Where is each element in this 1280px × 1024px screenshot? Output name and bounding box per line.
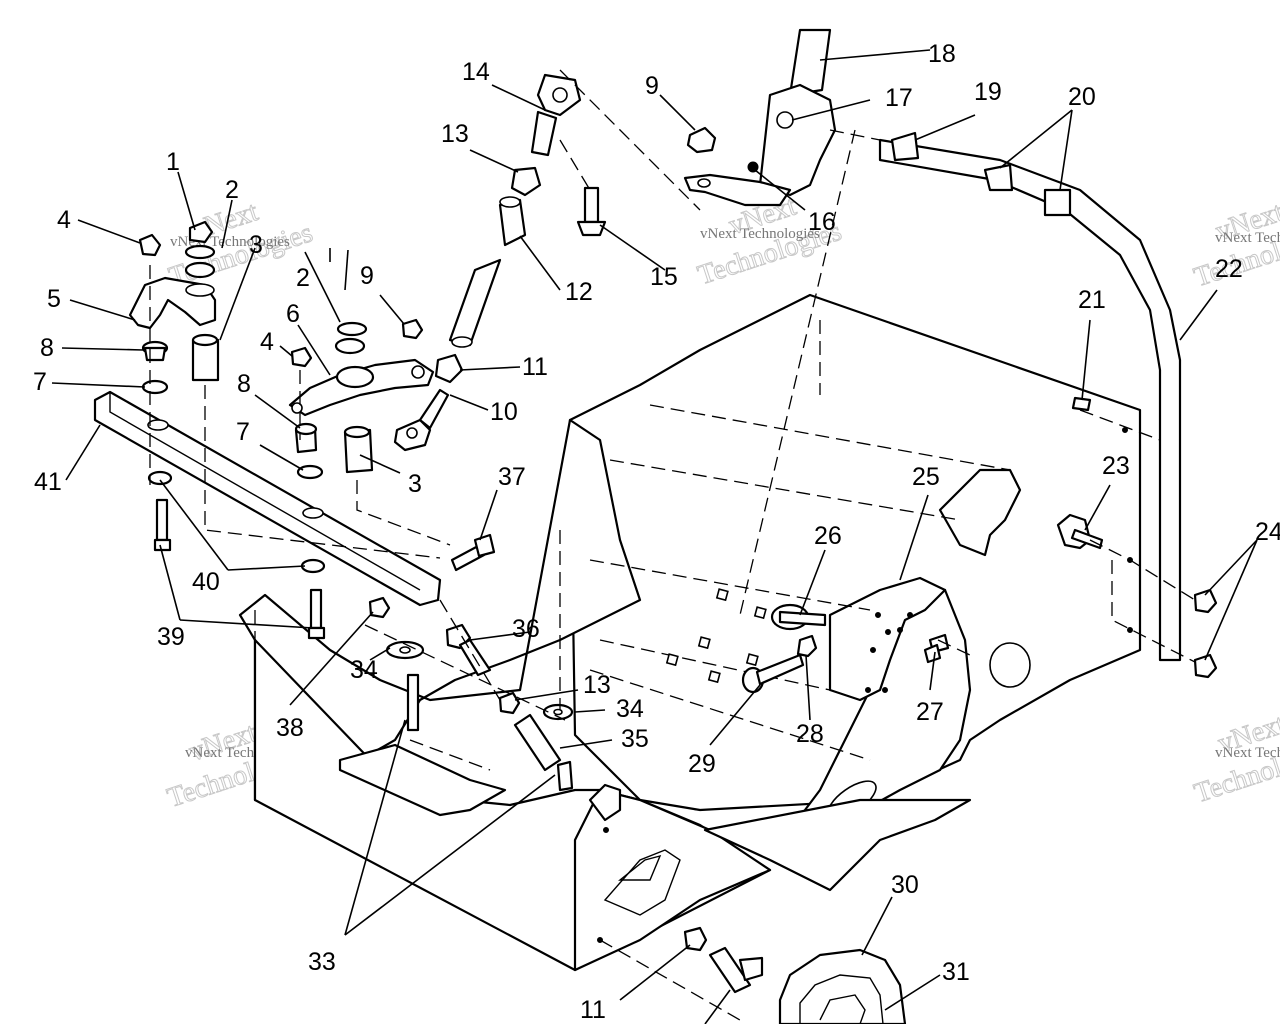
callout-23: 23	[1102, 452, 1130, 480]
callout-35: 35	[621, 725, 649, 753]
callout-40: 40	[192, 568, 220, 596]
callout-13: 13	[583, 671, 611, 699]
alignment-lines	[149, 69, 1196, 1021]
callout-19: 19	[974, 78, 1002, 106]
callout-16: 16	[808, 208, 836, 236]
callout-15: 15	[650, 263, 678, 291]
callout-39: 39	[157, 623, 185, 651]
watermark-small: vNext Technologies	[1215, 230, 1280, 246]
bulkhead-chassis	[238, 293, 1142, 972]
watermark-small: vNext Technologies	[1215, 745, 1280, 761]
access-cover	[778, 948, 907, 1024]
callout-24: 24	[1255, 518, 1280, 546]
callout-30: 30	[891, 871, 919, 899]
handlebar-assembly	[683, 28, 1182, 662]
callout-5: 5	[47, 285, 61, 313]
callout-28: 28	[796, 720, 824, 748]
callout-4: 4	[260, 328, 274, 356]
callout-29: 29	[688, 750, 716, 778]
callout-36: 36	[512, 615, 540, 643]
callout-2: 2	[225, 176, 239, 204]
callout-9: 9	[360, 262, 374, 290]
callout-4: 4	[57, 206, 71, 234]
callout-1: 1	[166, 148, 180, 176]
callout-38: 38	[276, 714, 304, 742]
callout-3: 3	[408, 470, 422, 498]
callout-9: 9	[645, 72, 659, 100]
tie-rod-assembly	[393, 73, 717, 452]
steering-crossbar	[93, 390, 764, 994]
callout-labels: 1 2 2 3 3 4 4 5 6 7 7 8 8 9 9 10 11 11 1…	[33, 40, 1280, 1024]
callout-31: 31	[942, 958, 970, 986]
callout-41: 41	[34, 468, 62, 496]
callout-12: 12	[565, 278, 593, 306]
callout-11: 11	[580, 996, 606, 1024]
callout-13: 13	[441, 120, 469, 148]
callout-34: 34	[350, 656, 378, 684]
callout-27: 27	[916, 698, 944, 726]
leader-lines	[51, 49, 1258, 1024]
callout-17: 17	[885, 84, 913, 112]
watermark-small: vNext Technologies	[700, 226, 820, 242]
callout-11: 11	[522, 353, 548, 381]
callout-18: 18	[928, 40, 956, 68]
callout-20: 20	[1068, 83, 1096, 111]
callout-37: 37	[498, 463, 526, 491]
callout-8: 8	[237, 370, 251, 398]
callout-3: 3	[249, 231, 263, 259]
callout-8: 8	[40, 334, 54, 362]
callout-21: 21	[1078, 286, 1106, 314]
callout-2: 2	[296, 264, 310, 292]
callout-14: 14	[462, 58, 490, 86]
callout-7: 7	[236, 418, 250, 446]
callout-7: 7	[33, 368, 47, 396]
callout-34: 34	[616, 695, 644, 723]
callout-33: 33	[308, 948, 336, 976]
callout-26: 26	[814, 522, 842, 550]
pitman-arms	[128, 220, 435, 480]
callout-10: 10	[490, 398, 518, 426]
callout-6: 6	[286, 300, 300, 328]
right-side-hardware	[741, 396, 1218, 694]
callout-25: 25	[912, 463, 940, 491]
callout-22: 22	[1215, 255, 1243, 283]
